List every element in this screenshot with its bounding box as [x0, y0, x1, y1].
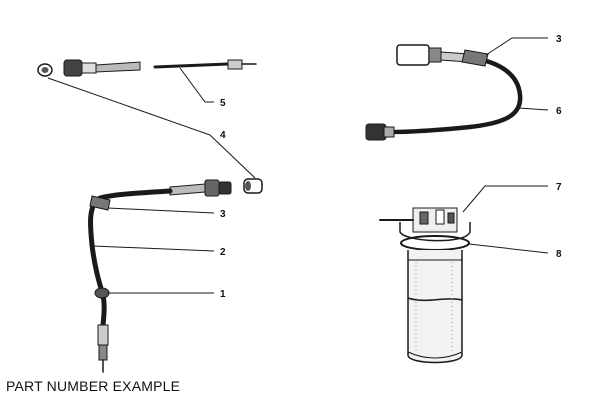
clip-1: [94, 287, 110, 299]
callout-5: 5: [220, 98, 226, 109]
cable-lower-end: [97, 324, 109, 373]
outer-cable-6: [387, 55, 523, 135]
grommet-3-right: [461, 49, 489, 67]
callout-3-left: 3: [220, 209, 226, 220]
callout-1: 1: [220, 289, 226, 300]
page-caption: PART NUMBER EXAMPLE: [6, 378, 181, 394]
outer-cable-2: [87, 188, 173, 328]
small-nut-left: [37, 63, 53, 77]
grommet-3-left: [89, 195, 111, 211]
callout-6: 6: [556, 106, 562, 117]
callout-4: 4: [220, 130, 226, 141]
inner-cable-5: [153, 59, 257, 70]
cable-6-upper-end: [396, 44, 469, 66]
sender-canister: [407, 250, 463, 364]
nut-4-right: [243, 178, 263, 194]
sender-top-bracket: [379, 207, 471, 242]
callout-3-right: 3: [556, 34, 562, 45]
callout-8: 8: [556, 249, 562, 260]
speedo-drive-end-upper: [63, 59, 141, 77]
callout-7: 7: [556, 182, 562, 193]
cable-6-lower-end: [365, 123, 395, 141]
speedo-cable-head: [169, 179, 232, 197]
callout-2: 2: [220, 247, 226, 258]
